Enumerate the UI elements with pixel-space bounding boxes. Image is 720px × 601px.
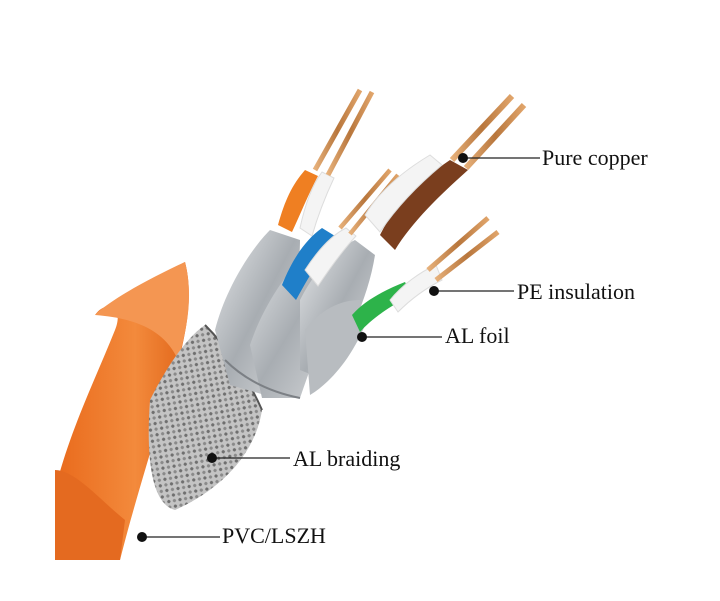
label-al-foil: AL foil xyxy=(445,325,510,347)
foil-shields xyxy=(215,230,375,398)
label-al-braiding: AL braiding xyxy=(293,448,400,470)
callout-pe-insulation xyxy=(429,286,514,296)
label-pvc-lszh: PVC/LSZH xyxy=(222,525,326,547)
pair-green xyxy=(352,218,498,332)
callout-al-foil xyxy=(357,332,442,342)
label-pe-insulation: PE insulation xyxy=(517,281,635,303)
label-pure-copper: Pure copper xyxy=(542,147,648,169)
pair-orange xyxy=(278,90,372,236)
callout-pvc-lszh xyxy=(137,532,220,542)
